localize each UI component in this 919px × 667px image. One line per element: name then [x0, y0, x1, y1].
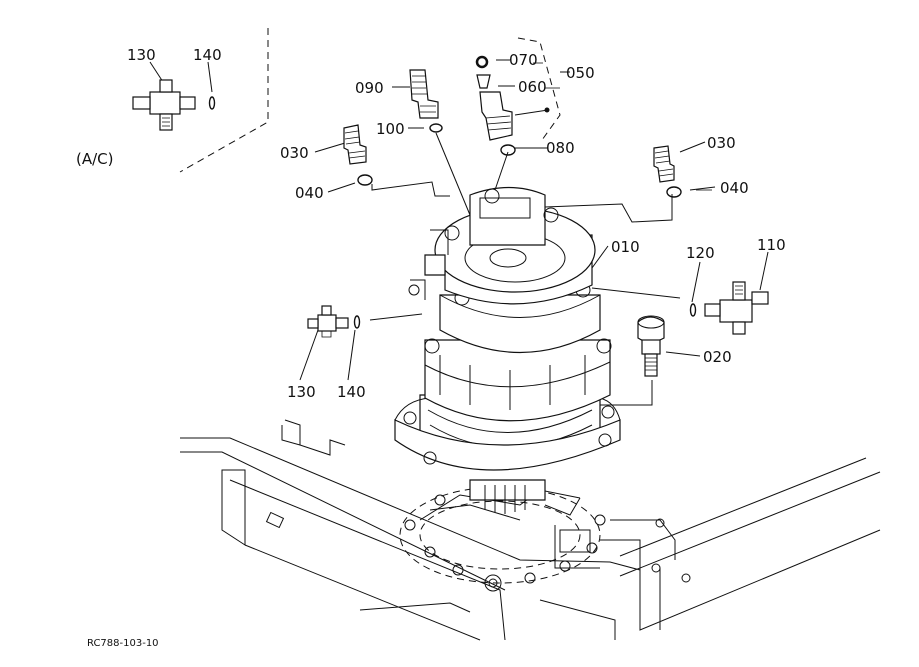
- label-dashes: [533, 62, 712, 191]
- tee-fitting-110: [704, 281, 769, 335]
- label-060: 060: [518, 78, 547, 96]
- label-ac: (A/C): [76, 150, 114, 168]
- label-120: 120: [686, 244, 715, 262]
- fitting-130-left: [307, 305, 349, 338]
- label-080: 080: [546, 139, 575, 157]
- motor-assembly: [394, 186, 621, 514]
- o-ring-120: [689, 303, 697, 317]
- o-ring-100: [429, 123, 443, 133]
- fitting-030-left: [343, 124, 367, 165]
- o-ring-140-left: [353, 315, 361, 329]
- fitting-030-right: [653, 145, 675, 183]
- label-130-left: 130: [287, 383, 316, 401]
- label-040-left: 040: [295, 184, 324, 202]
- o-ring-080: [500, 144, 516, 156]
- label-020: 020: [703, 348, 732, 366]
- figure-code: RC788-103-10: [87, 638, 159, 649]
- o-ring-040-left: [357, 174, 373, 186]
- valve-050: [479, 91, 550, 141]
- label-140-ac: 140: [193, 46, 222, 64]
- cap-060: [476, 74, 491, 89]
- label-030-right: 030: [707, 134, 736, 152]
- tee-fitting-130-ac: [132, 79, 196, 131]
- frame-drawing: [180, 419, 881, 641]
- label-070: 070: [509, 51, 538, 69]
- label-130-ac: 130: [127, 46, 156, 64]
- fitting-090: [409, 69, 439, 119]
- o-ring-040-right: [666, 186, 682, 198]
- label-110: 110: [757, 236, 786, 254]
- label-050: 050: [566, 64, 595, 82]
- label-090: 090: [355, 79, 384, 97]
- label-100: 100: [376, 120, 405, 138]
- label-030-left: 030: [280, 144, 309, 162]
- label-010: 010: [611, 238, 640, 256]
- bolt-020: [637, 315, 665, 377]
- ring-070: [475, 55, 489, 69]
- label-140-left: 140: [337, 383, 366, 401]
- callout-labels: 130 140 (A/C) 090 070 060 050 100 080 03…: [76, 46, 786, 401]
- o-ring-140-ac: [208, 96, 216, 110]
- label-040-right: 040: [720, 179, 749, 197]
